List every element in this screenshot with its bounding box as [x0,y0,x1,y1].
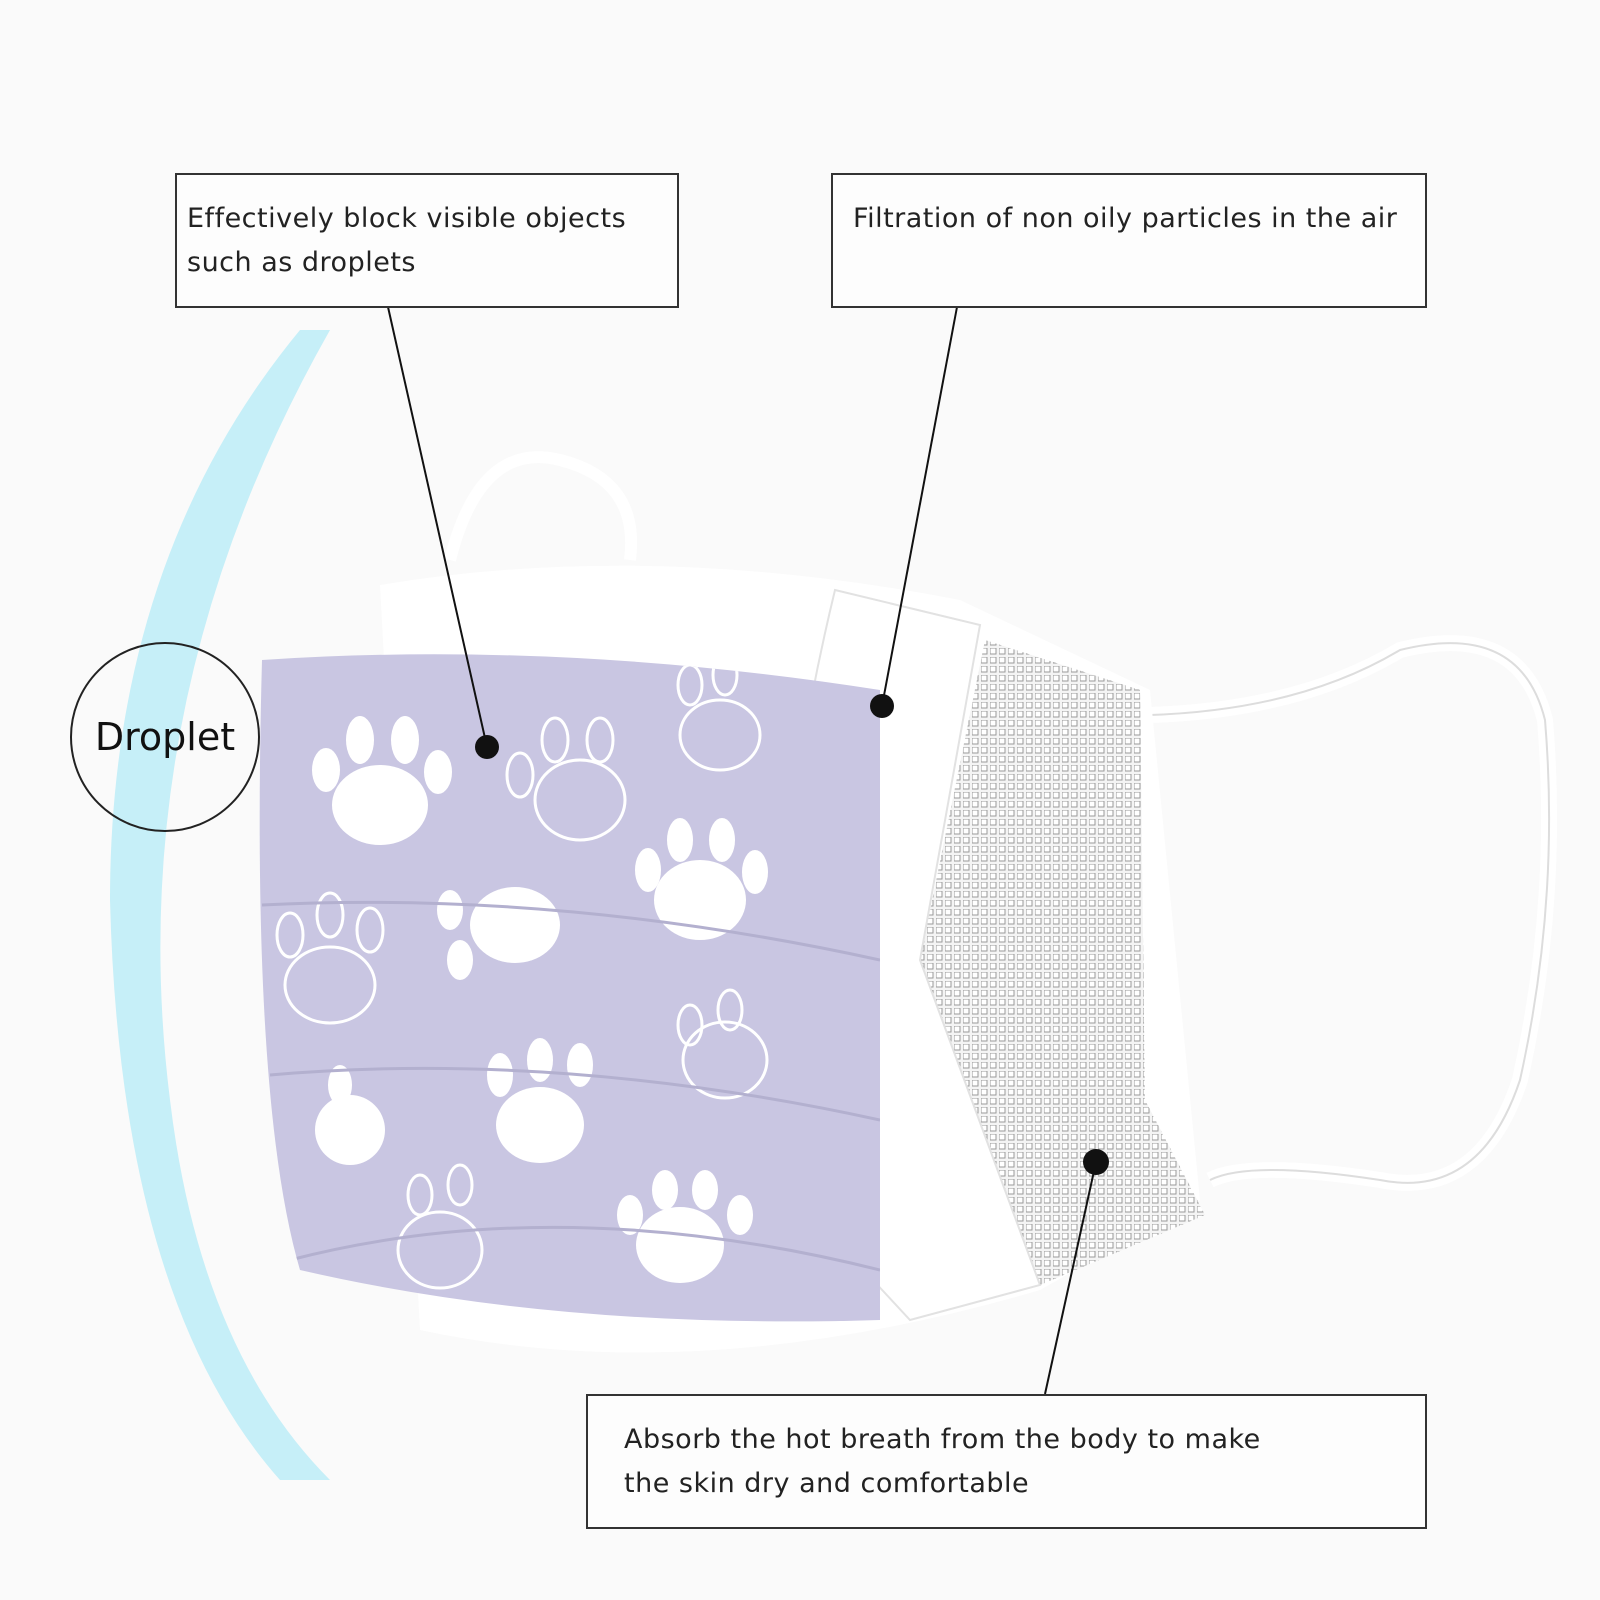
leader-line-outer [387,306,488,748]
outer-pattern-layer [259,654,880,1322]
droplet-label: Droplet [70,642,260,832]
callout-middle-layer: Filtration of non oily particles in the … [831,173,1427,308]
marker-dot-outer [475,735,499,759]
leader-line-middle [881,306,958,707]
inner-mesh-layer [920,640,1205,1285]
marker-dot-middle [870,694,894,718]
callout-inner-layer: Absorb the hot breath from the body to m… [586,1394,1427,1529]
ear-loop-front-edge [1149,642,1551,1184]
callout-outer-layer: Effectively block visible objects such a… [175,173,679,308]
leader-line-inner [1044,1161,1097,1395]
ear-loop-back [444,451,638,562]
ear-loop-front [1149,635,1558,1191]
droplet-glow [110,330,330,1480]
marker-dot-inner [1083,1149,1109,1175]
